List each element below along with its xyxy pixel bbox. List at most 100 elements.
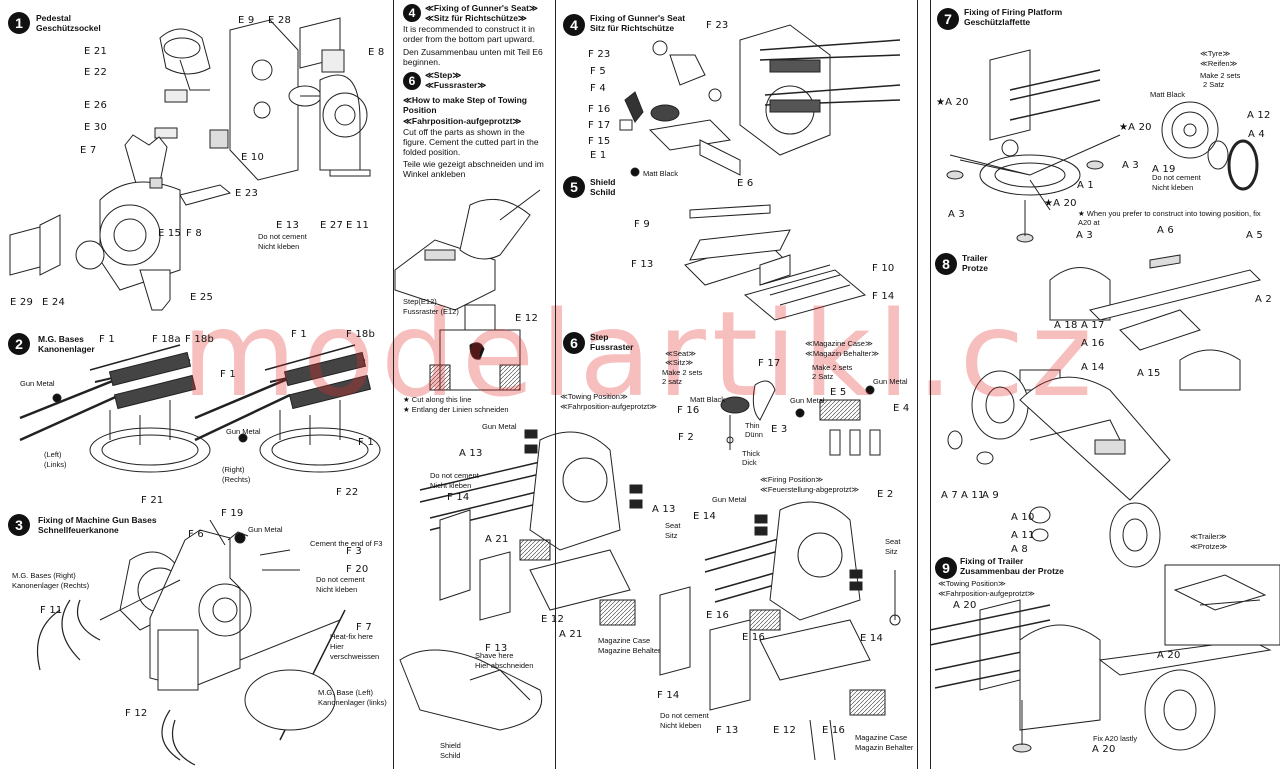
part-label: F 15: [588, 136, 611, 147]
part-label: E 12: [541, 614, 565, 625]
part-label: E 16: [742, 632, 766, 643]
fuss-e12-label: Fussraster (E12): [403, 307, 459, 316]
part-label: F 11: [40, 605, 63, 616]
part-label: A 13: [459, 448, 483, 459]
step-number: 2: [8, 333, 30, 355]
part-label: E 11: [346, 220, 370, 231]
satz-label: 2 satz: [662, 377, 683, 386]
part-label: F 9: [634, 219, 650, 230]
step-number: 3: [8, 514, 30, 536]
step-title: ≪Fixing of Gunner's Seat≫≪Sitz für Richt…: [425, 3, 538, 23]
step-4-note: It is recommended to construct it in ord…: [403, 24, 535, 44]
shave-note: Shave here: [475, 651, 514, 660]
gun-metal-label: Gun Metal: [226, 427, 261, 436]
firing-platform-drawing: [946, 49, 1259, 243]
step-number: 7: [937, 8, 959, 30]
schild-label: Schild: [440, 751, 461, 760]
dick-label: Dick: [742, 458, 757, 467]
part-label: E 13: [276, 220, 300, 231]
part-label: E 2: [877, 489, 894, 500]
part-label: F 1: [220, 369, 236, 380]
dunn-label: Dünn: [745, 430, 763, 439]
part-label: F 20: [346, 564, 369, 575]
part-label: F 21: [141, 495, 164, 506]
pedestal-drawing: [9, 17, 371, 311]
part-label: F 17: [758, 358, 781, 369]
part-label: F 13: [631, 259, 654, 270]
part-label: E 14: [860, 633, 884, 644]
part-label: ★A 20: [1119, 122, 1152, 133]
step-e12-label: Step(E12): [403, 297, 437, 306]
part-label: E 14: [693, 511, 717, 522]
part-label: A 8: [1011, 544, 1028, 555]
towing-position-label: ≪Towing Position≫: [938, 579, 1006, 588]
part-label: F 23: [706, 20, 729, 31]
do-not-cement-note: Do not cement: [258, 232, 307, 241]
magazine-behalter-label: Magazine Behalter: [598, 646, 661, 655]
gun-metal-label: Gun Metal: [248, 525, 283, 534]
part-label: E 16: [822, 725, 846, 736]
part-label: F 22: [336, 487, 359, 498]
thick-label: Thick: [742, 449, 760, 458]
shield-label: Shield: [440, 741, 461, 750]
part-label: F 3: [346, 546, 362, 557]
reifen-label: ≪Reifen≫: [1200, 59, 1238, 68]
part-label: A 1: [1077, 180, 1094, 191]
part-label: E 16: [706, 610, 730, 621]
towing-position-label-de: ≪Fahrposition-aufgeprotzt≫: [560, 402, 657, 411]
part-label: E 15: [158, 228, 182, 239]
seat-label: ≪Seat≫: [665, 349, 697, 358]
rechts-label: (Rechts): [222, 475, 251, 484]
step-number: 9: [935, 557, 957, 579]
magazin-behalter-label: ≪Magazin Behalter≫: [805, 349, 880, 358]
part-label: F 13: [716, 725, 739, 736]
step-title: ≪Step≫≪Fussraster≫: [425, 70, 487, 90]
part-label: A 5: [1246, 230, 1263, 241]
towing-position-label: ≪Towing Position≫: [560, 392, 628, 401]
step-number: 4: [403, 4, 421, 22]
part-label: E 3: [771, 424, 788, 435]
thin-label: Thin: [745, 421, 760, 430]
do-not-cement-note: Do not cement: [316, 575, 365, 584]
part-label: A 21: [485, 534, 509, 545]
part-label: A 13: [652, 504, 676, 515]
part-label: A 4: [1248, 129, 1265, 140]
part-label: F 5: [590, 66, 606, 77]
part-label: A 17: [1081, 320, 1105, 331]
nicht-kleben-note: Nicht kleben: [316, 585, 358, 594]
towing-fix-note: ★ When you prefer to construct into towi…: [1078, 209, 1261, 227]
part-label: E 27: [320, 220, 344, 231]
magazine-case-label: Magazine Case: [598, 636, 651, 645]
mg-fixing-drawing: [36, 519, 346, 766]
step-4-note-de: Den Zusammenbau unten mit Teil E6 beginn…: [403, 47, 543, 67]
part-label: E 28: [268, 15, 292, 26]
part-label: F 16: [588, 104, 611, 115]
gun-metal-label: Gun Metal: [790, 396, 825, 405]
cement-f3-note: Cement the end of F3: [310, 539, 383, 548]
part-label: E 8: [368, 47, 385, 58]
part-label: F 23: [588, 49, 611, 60]
step-number: 1: [8, 12, 30, 34]
part-label: A 2: [1255, 294, 1272, 305]
magazine-case-label: Magazine Case: [855, 733, 908, 742]
cut-instructions: Cut off the parts as shown in the figure…: [403, 127, 539, 157]
part-label: E 4: [893, 403, 910, 414]
part-label: F 18b: [185, 334, 215, 345]
cut-line-note-de: ★ Entlang der Linien schneiden: [403, 405, 509, 414]
cut-instructions-de: Teile wie gezeigt abschneiden und im Win…: [403, 159, 544, 179]
part-label: F 1: [358, 437, 374, 448]
part-label: F 19: [221, 508, 244, 519]
nicht-kleben-note: Nicht kleben: [660, 721, 702, 730]
part-label: F 7: [356, 622, 372, 633]
part-label: F 14: [447, 492, 470, 503]
magazin-behalter-label: Magazin Behalter: [855, 743, 914, 752]
kl-left-label: Kanonenlager (links): [318, 698, 387, 707]
part-label: A 11: [961, 490, 985, 501]
part-label: A 19: [1152, 164, 1176, 175]
part-label: F 16: [677, 405, 700, 416]
